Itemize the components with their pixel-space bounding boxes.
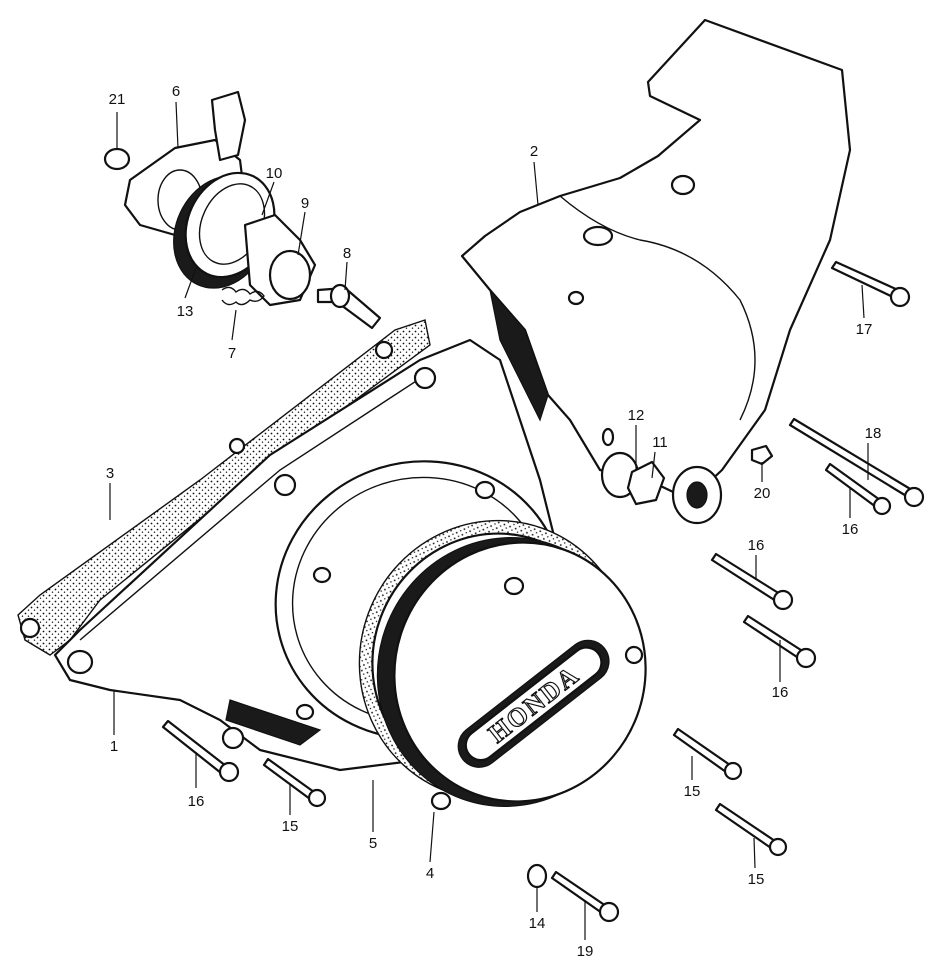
- screw-15-mid: [672, 727, 743, 781]
- callout-4: 4: [426, 865, 434, 882]
- callout-20: 20: [754, 485, 771, 502]
- callout-2: 2: [530, 143, 538, 160]
- callout-16-left: 16: [188, 793, 205, 810]
- callout-3: 3: [106, 465, 114, 482]
- small-hardware: [526, 427, 774, 889]
- screw-16-right: [742, 614, 817, 669]
- callout-15-left: 15: [282, 818, 299, 835]
- callout-21: 21: [109, 91, 126, 108]
- part-4-generator-cover: HONDA: [376, 536, 647, 811]
- callout-15-lower: 15: [748, 871, 765, 888]
- callout-6: 6: [172, 83, 180, 100]
- part-11-nut: [626, 460, 666, 506]
- callout-16-right: 16: [772, 684, 789, 701]
- callout-14: 14: [529, 915, 546, 932]
- callout-9: 9: [301, 195, 309, 212]
- part-12-dowel: [601, 427, 615, 447]
- switch-assembly: [103, 90, 382, 330]
- callout-16-mid: 16: [748, 537, 765, 554]
- callout-17: 17: [856, 321, 873, 338]
- screw-16-mid: [710, 552, 794, 611]
- callout-11: 11: [652, 434, 668, 451]
- part-7-spring: [221, 286, 265, 306]
- callout-8: 8: [343, 245, 351, 262]
- part-2-sprocket-cover: [460, 18, 852, 525]
- part-14-washer: [526, 863, 548, 889]
- part-8-bolt: [316, 283, 382, 330]
- part-20-clip: [750, 444, 774, 466]
- screw-15-left: [262, 757, 327, 808]
- screw-18: [788, 417, 925, 508]
- callout-16-upper-right: 16: [842, 521, 859, 538]
- screw-17: [830, 260, 911, 308]
- callout-18: 18: [865, 425, 882, 442]
- callout-10: 10: [266, 165, 283, 182]
- screw-15-lower: [714, 802, 788, 857]
- callout-5: 5: [369, 835, 377, 852]
- callout-13: 13: [177, 303, 194, 320]
- callout-labels: 21 6 10 9 8 13 7 2 17 12 11 18 20 16 16 …: [106, 83, 882, 960]
- screws: [161, 260, 925, 923]
- callout-12: 12: [628, 407, 645, 424]
- part-21-cap: [103, 147, 131, 171]
- callout-1: 1: [110, 738, 118, 755]
- screw-16-upper: [824, 462, 892, 516]
- callout-7: 7: [228, 345, 236, 362]
- leader-lines: [109, 101, 869, 940]
- callout-15-mid: 15: [684, 783, 701, 800]
- callout-19: 19: [577, 943, 594, 960]
- screw-16-left: [161, 719, 240, 783]
